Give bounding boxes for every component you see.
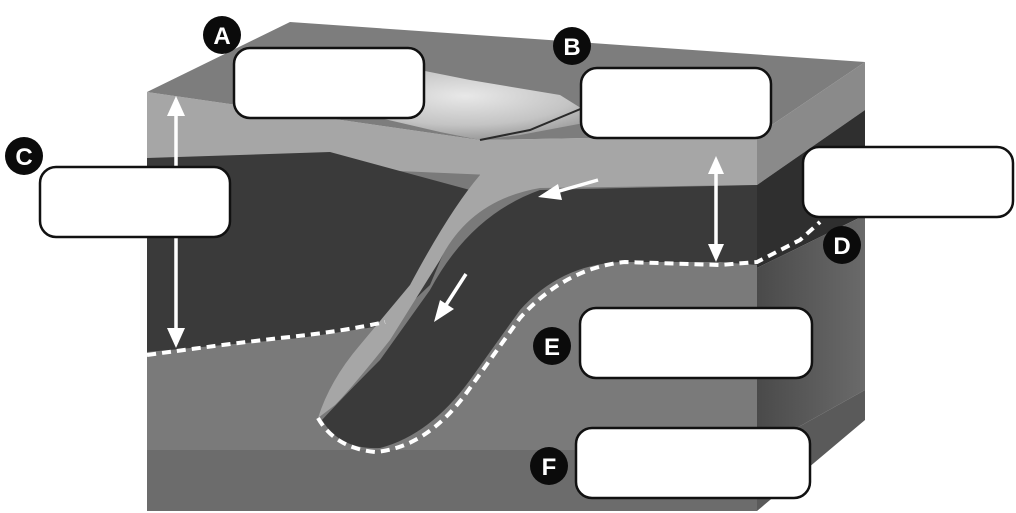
subduction-motion-arrow	[434, 273, 468, 322]
plate-motion-arrow	[538, 178, 599, 200]
slab-boundary-dashed	[316, 220, 822, 455]
continental-crust	[147, 92, 490, 175]
marker-a-letter: A	[213, 23, 230, 50]
marker-c-badge: C	[5, 137, 43, 175]
marker-a-badge: A	[203, 16, 241, 54]
marker-d-badge: D	[823, 226, 861, 264]
answer-box-c[interactable]	[38, 165, 232, 239]
marker-d-letter: D	[833, 233, 850, 260]
answer-box-b[interactable]	[579, 66, 773, 140]
marker-f-letter: F	[542, 454, 557, 481]
marker-b-letter: B	[563, 34, 580, 61]
answer-box-a[interactable]	[232, 46, 426, 120]
answer-box-f[interactable]	[574, 426, 812, 500]
thickness-arrow-right	[708, 156, 724, 262]
answer-box-e[interactable]	[578, 306, 814, 380]
marker-c-letter: C	[15, 144, 32, 171]
marker-b-badge: B	[553, 27, 591, 65]
oceanic-lithosphere	[322, 185, 757, 449]
marker-e-badge: E	[533, 327, 571, 365]
answer-box-d[interactable]	[801, 145, 1015, 219]
side-top-band	[757, 62, 865, 185]
marker-f-badge: F	[530, 447, 568, 485]
marker-e-letter: E	[544, 334, 560, 361]
